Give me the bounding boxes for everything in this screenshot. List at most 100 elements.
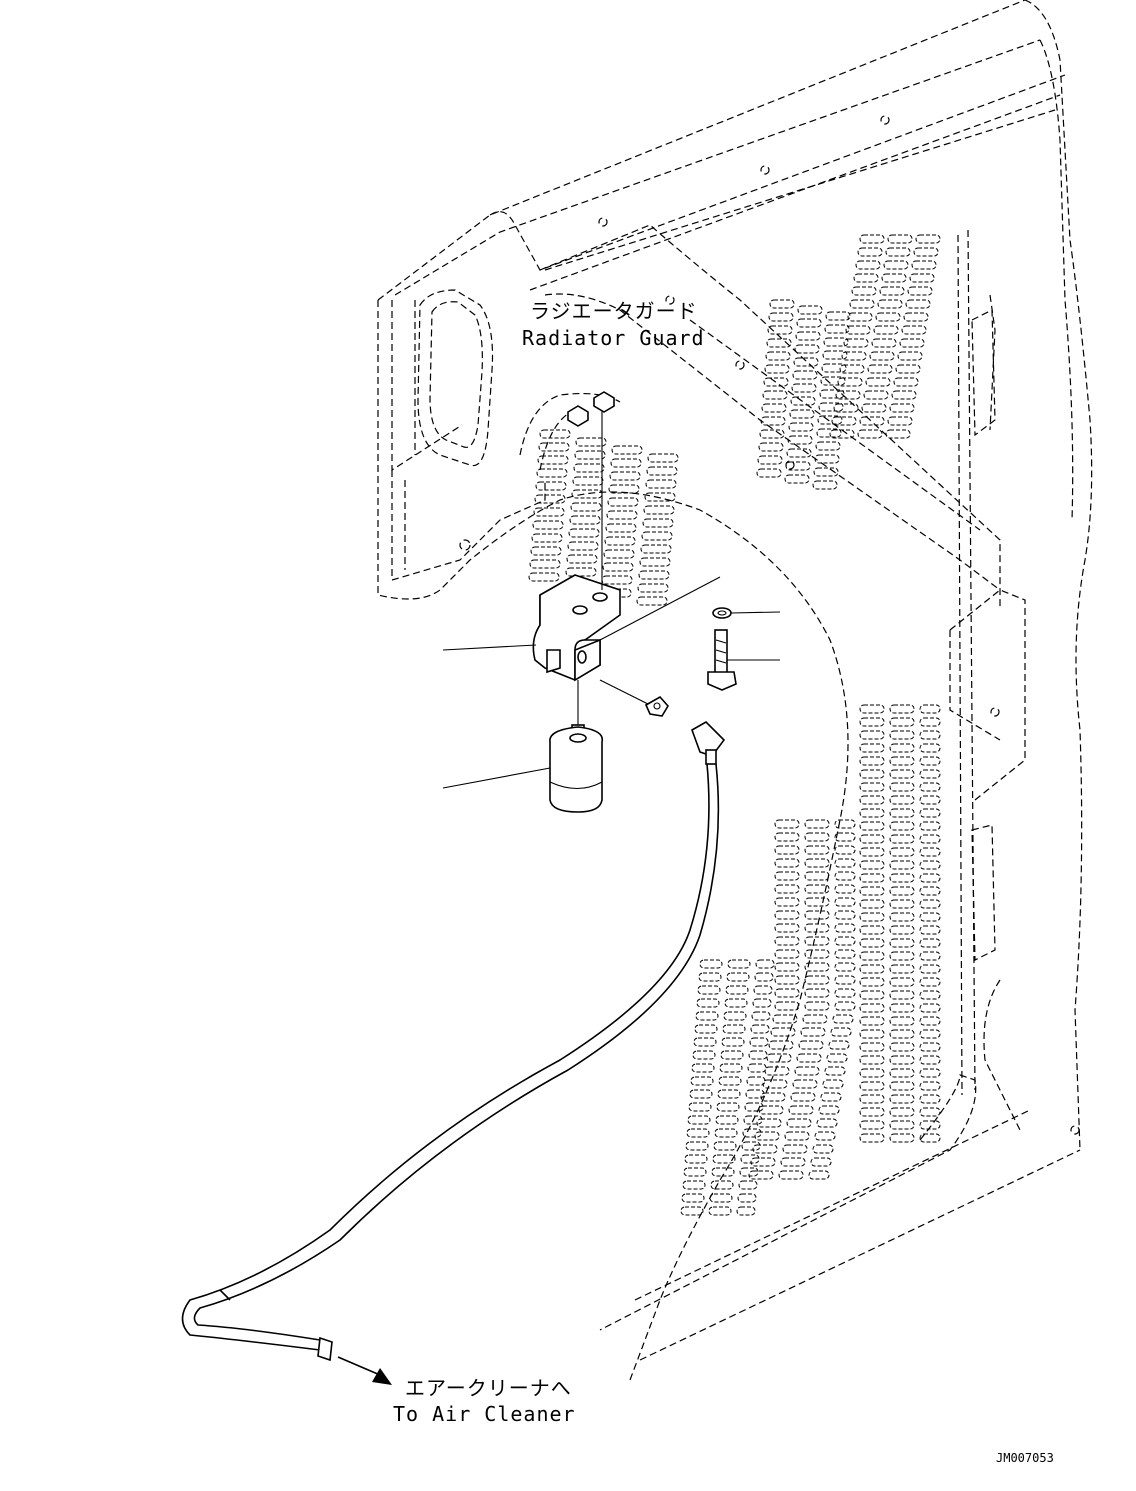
grille-slot <box>919 899 941 909</box>
grille-slot <box>639 557 671 567</box>
grille-slot <box>859 873 885 883</box>
radiator-guard-frame <box>377 0 1093 1381</box>
grille-slot <box>919 925 941 935</box>
grille-slot <box>919 808 941 818</box>
grille-slot <box>756 468 782 478</box>
air-hose <box>181 763 720 1362</box>
grille-slot <box>723 1011 747 1021</box>
grille-slot <box>774 910 800 920</box>
grille-slot <box>859 1042 885 1052</box>
grille-slot <box>859 951 885 961</box>
grille-slot <box>740 1154 760 1164</box>
grille-slot <box>770 1027 796 1037</box>
grille-slot <box>834 975 856 985</box>
grille-slot <box>889 977 915 987</box>
grille-slot <box>786 1118 812 1128</box>
grille-slot <box>891 390 917 400</box>
grille-slot <box>744 1102 764 1112</box>
grille-slot <box>727 959 751 969</box>
grille-slot <box>804 988 830 998</box>
grille-slot <box>792 1079 818 1089</box>
grille-slot <box>851 286 877 296</box>
grille-slot <box>863 390 889 400</box>
grille-slot <box>859 1081 885 1091</box>
grille-slot <box>915 234 941 244</box>
grille-slot <box>574 450 606 460</box>
grille-slot <box>573 463 605 473</box>
grille-slot <box>714 1128 738 1138</box>
grille-slot <box>715 1115 739 1125</box>
grille-slot <box>752 1144 778 1154</box>
grille-slot <box>816 1118 838 1128</box>
grille-slot <box>708 1206 732 1216</box>
grille-slot <box>789 409 815 419</box>
grille-slot <box>859 1055 885 1065</box>
grille-slot <box>780 1157 806 1167</box>
grille-slot <box>698 972 722 982</box>
grille-slot <box>859 782 885 792</box>
grille-slot <box>756 1118 782 1128</box>
grille-slot <box>536 468 568 478</box>
grille-slot <box>752 998 772 1008</box>
grille-slot <box>899 338 925 348</box>
grille-slot <box>766 338 792 348</box>
grille-slot <box>804 897 830 907</box>
grille-slot <box>887 234 913 244</box>
grille-slot <box>755 959 775 969</box>
grille-slot <box>883 260 909 270</box>
grille-slot <box>834 910 856 920</box>
grille-slot <box>748 1050 768 1060</box>
grille-slot <box>739 1167 759 1177</box>
grille-slot <box>736 1206 756 1216</box>
grille-slot <box>810 1157 832 1167</box>
grille-slot <box>772 1014 798 1024</box>
grille-slot <box>768 312 794 322</box>
grille-slot <box>774 832 800 842</box>
grille-slot <box>606 510 638 520</box>
grille-slot <box>889 938 915 948</box>
grille-slot <box>766 1053 792 1063</box>
grille-slot <box>819 389 845 399</box>
grille-slot <box>712 1154 736 1164</box>
grille-slot <box>758 442 784 452</box>
grille-slot <box>796 318 822 328</box>
grille-slot <box>751 1011 771 1021</box>
grille-slot <box>889 403 915 413</box>
grille-slot <box>605 523 637 533</box>
grille-slot <box>834 949 856 959</box>
grille-slot <box>717 1089 741 1099</box>
grille-slot <box>611 445 643 455</box>
grille-slot <box>889 769 915 779</box>
grille-slot <box>859 1120 885 1130</box>
grille-slot <box>834 897 856 907</box>
grille-slot <box>537 455 569 465</box>
grille-slot <box>818 402 844 412</box>
grille-slot <box>774 1001 800 1011</box>
grille-slot <box>684 1154 708 1164</box>
grille-slot <box>774 897 800 907</box>
grille-slot <box>919 873 941 883</box>
grille-slot <box>774 975 800 985</box>
grille-slot <box>889 1081 915 1091</box>
grille-slot <box>641 531 673 541</box>
grille-slot <box>885 247 911 257</box>
washer <box>712 607 732 619</box>
grille-slot <box>683 1167 707 1177</box>
air-cleaner-label-en: To Air Cleaner <box>393 1402 576 1426</box>
grille-slot <box>919 782 941 792</box>
grille-slot <box>855 260 881 270</box>
grille-slot <box>919 834 941 844</box>
grille-slot <box>859 743 885 753</box>
grille-slot <box>747 1063 767 1073</box>
grille-slot <box>859 964 885 974</box>
grille-slot <box>782 1144 808 1154</box>
grille-slot <box>725 985 749 995</box>
grille-slot <box>753 985 773 995</box>
grille-slot <box>889 873 915 883</box>
grille-slot <box>859 860 885 870</box>
grille-slot <box>754 972 774 982</box>
grille-slot <box>808 1170 830 1180</box>
grille-slot <box>762 390 788 400</box>
grille-slot <box>764 364 790 374</box>
